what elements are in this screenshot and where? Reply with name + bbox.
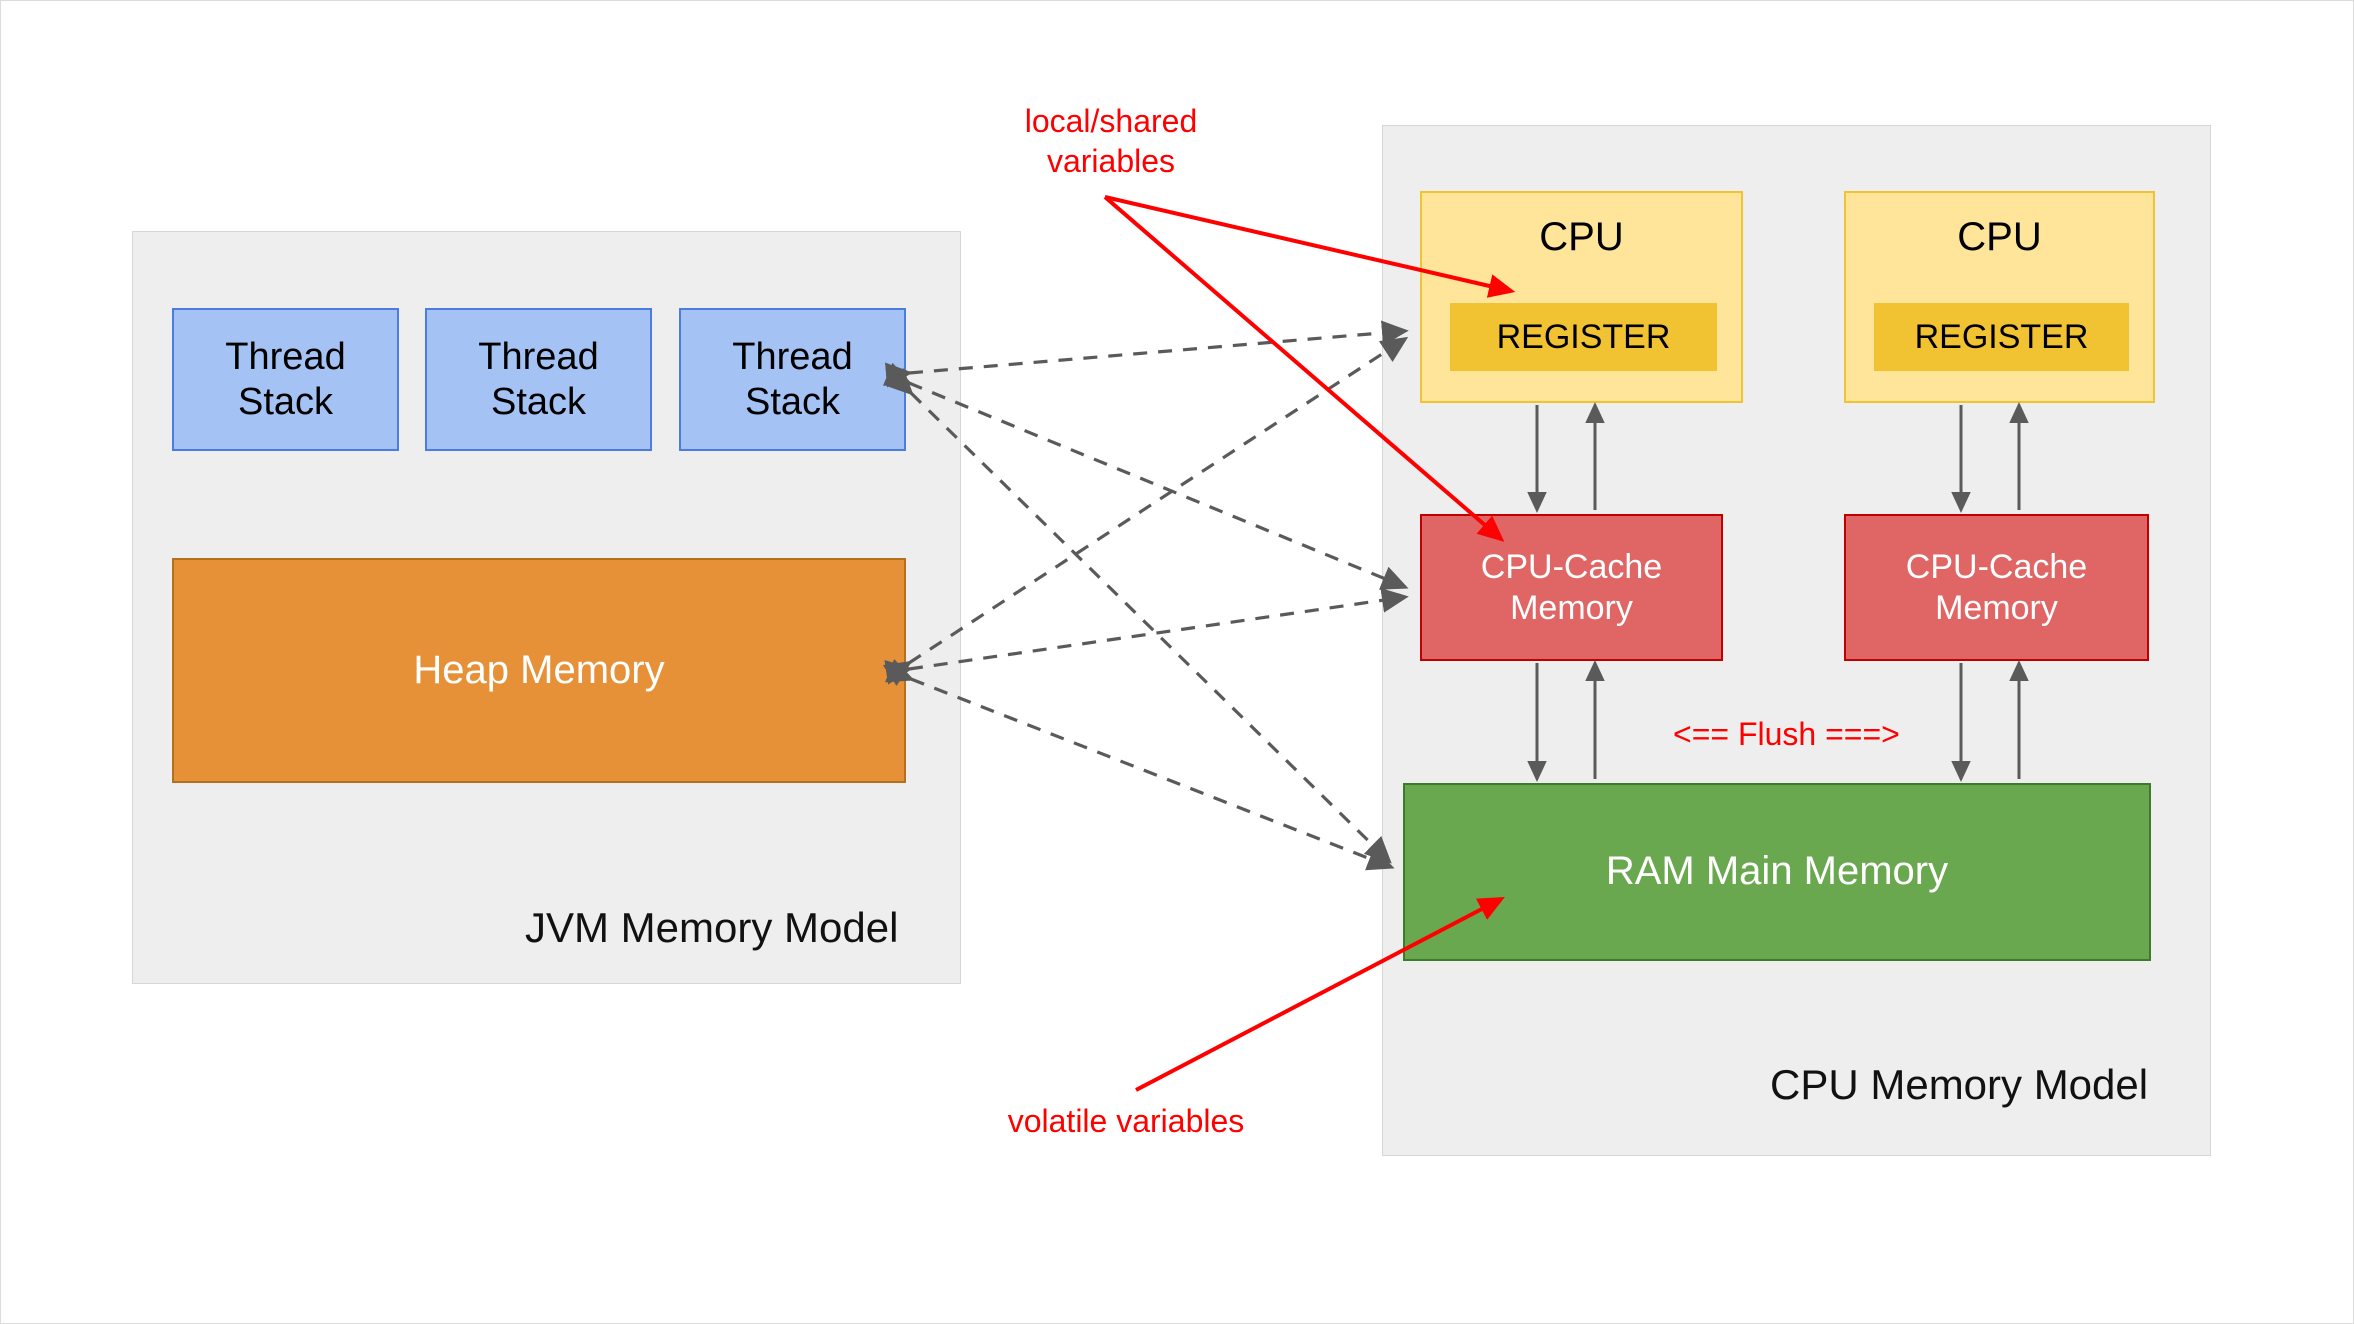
dashed-arrow-threadstack-to-ram (885, 367, 1392, 864)
cpu-title-1: CPU (1539, 215, 1624, 259)
heap-memory-box: Heap Memory (172, 558, 906, 783)
register-box-2: REGISTER (1874, 303, 2129, 371)
ram-main-memory-box: RAM Main Memory (1403, 783, 2151, 961)
dashed-arrow-heap-to-ram (884, 658, 1395, 871)
dashed-arrow-heap-to-register (882, 336, 1409, 687)
cpu-title-2: CPU (1957, 215, 2042, 259)
annotation-volatile-variables: volatile variables (1007, 1103, 1245, 1139)
cpu-memory-model-label: CPU Memory Model (1770, 1061, 2149, 1108)
dashed-arrow-heap-to-cache (884, 587, 1409, 685)
register-box-1: REGISTER (1450, 303, 1717, 371)
dashed-arrow-threadstack-to-cache (882, 362, 1409, 590)
flush-label: <== Flush ===> (1673, 716, 1900, 752)
dashed-arrow-threadstack-to-register (884, 320, 1409, 388)
jvm-memory-model-label: JVM Memory Model (525, 904, 899, 951)
cpu-box-2: CPU REGISTER (1844, 191, 2155, 403)
cpu-box-1: CPU REGISTER (1420, 191, 1743, 403)
